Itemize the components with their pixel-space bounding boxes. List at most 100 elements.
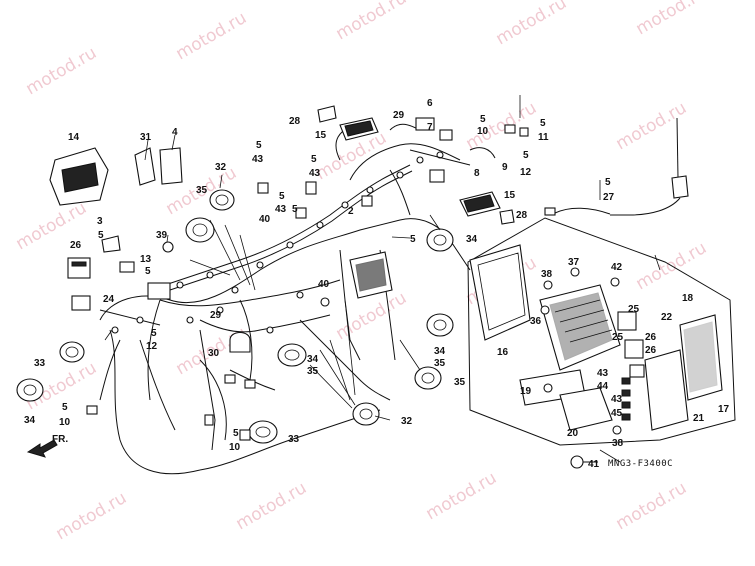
callout-14: 14 xyxy=(68,132,80,143)
callout-33-bottom: 33 xyxy=(288,434,300,445)
callout-32: 32 xyxy=(215,162,227,173)
part-28-right xyxy=(499,209,515,225)
part-21-cover xyxy=(644,349,689,431)
callout-29-top: 29 xyxy=(393,110,405,121)
callout-32-bottom: 32 xyxy=(401,416,413,427)
watermark: motod.ru xyxy=(333,288,411,344)
clamp-34-upper-right xyxy=(426,228,454,252)
callout-43-a: 43 xyxy=(252,154,264,165)
callout-5-b: 5 xyxy=(145,266,151,277)
callout-11: 11 xyxy=(538,132,549,143)
watermark: motod.ru xyxy=(613,98,691,154)
callout-7: 7 xyxy=(427,122,433,133)
callout-33-left: 33 xyxy=(34,358,46,369)
callout-26-right: 26 xyxy=(645,332,657,343)
callout-18: 18 xyxy=(682,293,694,304)
watermark: motod.ru xyxy=(493,0,571,49)
callout-42: 42 xyxy=(611,262,623,273)
callout-5-f: 5 xyxy=(279,191,285,202)
callout-13: 13 xyxy=(140,254,152,265)
part-25-relays xyxy=(617,311,645,378)
clamp-32-upper xyxy=(209,189,235,211)
watermark: motod.ru xyxy=(23,43,101,99)
callout-3: 3 xyxy=(97,216,103,227)
callout-5-d: 5 xyxy=(62,402,68,413)
watermark: motod.ru xyxy=(53,488,131,544)
callout-43-b: 43 xyxy=(275,204,287,215)
callout-35-center: 35 xyxy=(307,366,319,377)
callout-5-m: 5 xyxy=(410,234,416,245)
clamp-34-right xyxy=(426,313,454,337)
callout-26-right-b: 26 xyxy=(645,345,657,356)
callout-31: 31 xyxy=(140,132,152,143)
callout-24: 24 xyxy=(103,294,115,305)
diagram-code: MNG3-F3400C xyxy=(608,459,673,469)
callout-45: 45 xyxy=(611,408,623,419)
misc-parts xyxy=(86,181,373,441)
part-15-connector-right xyxy=(459,191,501,217)
clamp-33-bottom xyxy=(248,420,278,444)
clamp-33-left xyxy=(59,341,85,363)
callout-35-right-b: 35 xyxy=(454,377,466,388)
watermark: motod.ru xyxy=(613,478,691,534)
callout-21: 21 xyxy=(693,413,705,424)
watermark: motod.ru xyxy=(333,0,411,44)
watermark: motod.ru xyxy=(423,468,501,524)
part-ecu-box xyxy=(349,251,393,299)
part-10-11-clip xyxy=(504,124,529,137)
callout-5-c: 5 xyxy=(151,328,157,339)
callout-40-a: 40 xyxy=(259,214,271,225)
callout-25-b: 25 xyxy=(612,332,624,343)
callout-labels: 14 31 4 3 5 39 26 13 5 24 5 12 33 34 5 1… xyxy=(24,98,730,470)
callout-5-a: 5 xyxy=(98,230,104,241)
connector-cluster-top xyxy=(389,117,496,183)
callout-38-top: 38 xyxy=(541,269,553,280)
callout-20: 20 xyxy=(567,428,579,439)
callout-38-bottom: 38 xyxy=(612,438,624,449)
callout-29: 29 xyxy=(210,310,222,321)
part-3-clip xyxy=(101,235,121,253)
part-26-relay xyxy=(67,257,91,279)
part-24-connector xyxy=(71,295,91,311)
callout-40-b: 40 xyxy=(318,279,330,290)
callout-22: 22 xyxy=(661,312,673,323)
callout-10-a: 10 xyxy=(59,417,71,428)
callout-34-center: 34 xyxy=(307,354,319,365)
callout-41: 41 xyxy=(588,459,600,470)
callout-37: 37 xyxy=(568,257,580,268)
clamp-35-right xyxy=(414,366,442,390)
leader-lines xyxy=(104,95,661,463)
watermark: motod.ru xyxy=(633,0,711,39)
watermark: motod.ru xyxy=(463,98,541,154)
callout-44: 44 xyxy=(597,381,609,392)
clamp-30 xyxy=(229,331,251,353)
callout-12-b: 12 xyxy=(520,167,532,178)
part-fusebox-body xyxy=(539,284,621,371)
callout-5-k: 5 xyxy=(540,118,546,129)
callout-9: 9 xyxy=(502,162,508,173)
part-17-cover xyxy=(679,314,723,401)
fr-label: FR. xyxy=(52,434,68,445)
callout-10-b: 10 xyxy=(477,126,489,137)
part-14-unit xyxy=(49,147,109,206)
callout-8: 8 xyxy=(474,168,480,179)
callout-26: 26 xyxy=(70,240,82,251)
part-15-connector-top xyxy=(339,117,379,141)
callout-43-e: 43 xyxy=(611,394,623,405)
callout-34-left: 34 xyxy=(24,415,36,426)
callout-19: 19 xyxy=(520,386,532,397)
callout-34-upper: 34 xyxy=(466,234,478,245)
callout-35-right-a: 35 xyxy=(434,358,446,369)
callout-28-top: 28 xyxy=(289,116,301,127)
callout-10-c: 10 xyxy=(229,442,241,453)
watermark: motod.ru xyxy=(233,478,311,534)
callout-5-g: 5 xyxy=(311,154,317,165)
front-direction-arrow: FR. xyxy=(26,434,68,458)
callout-28-right: 28 xyxy=(516,210,528,221)
part-16-housing xyxy=(469,244,531,341)
callout-43-c: 43 xyxy=(309,168,321,179)
callout-5-l: 5 xyxy=(605,177,611,188)
callout-17: 17 xyxy=(718,404,730,415)
callout-35: 35 xyxy=(196,185,208,196)
